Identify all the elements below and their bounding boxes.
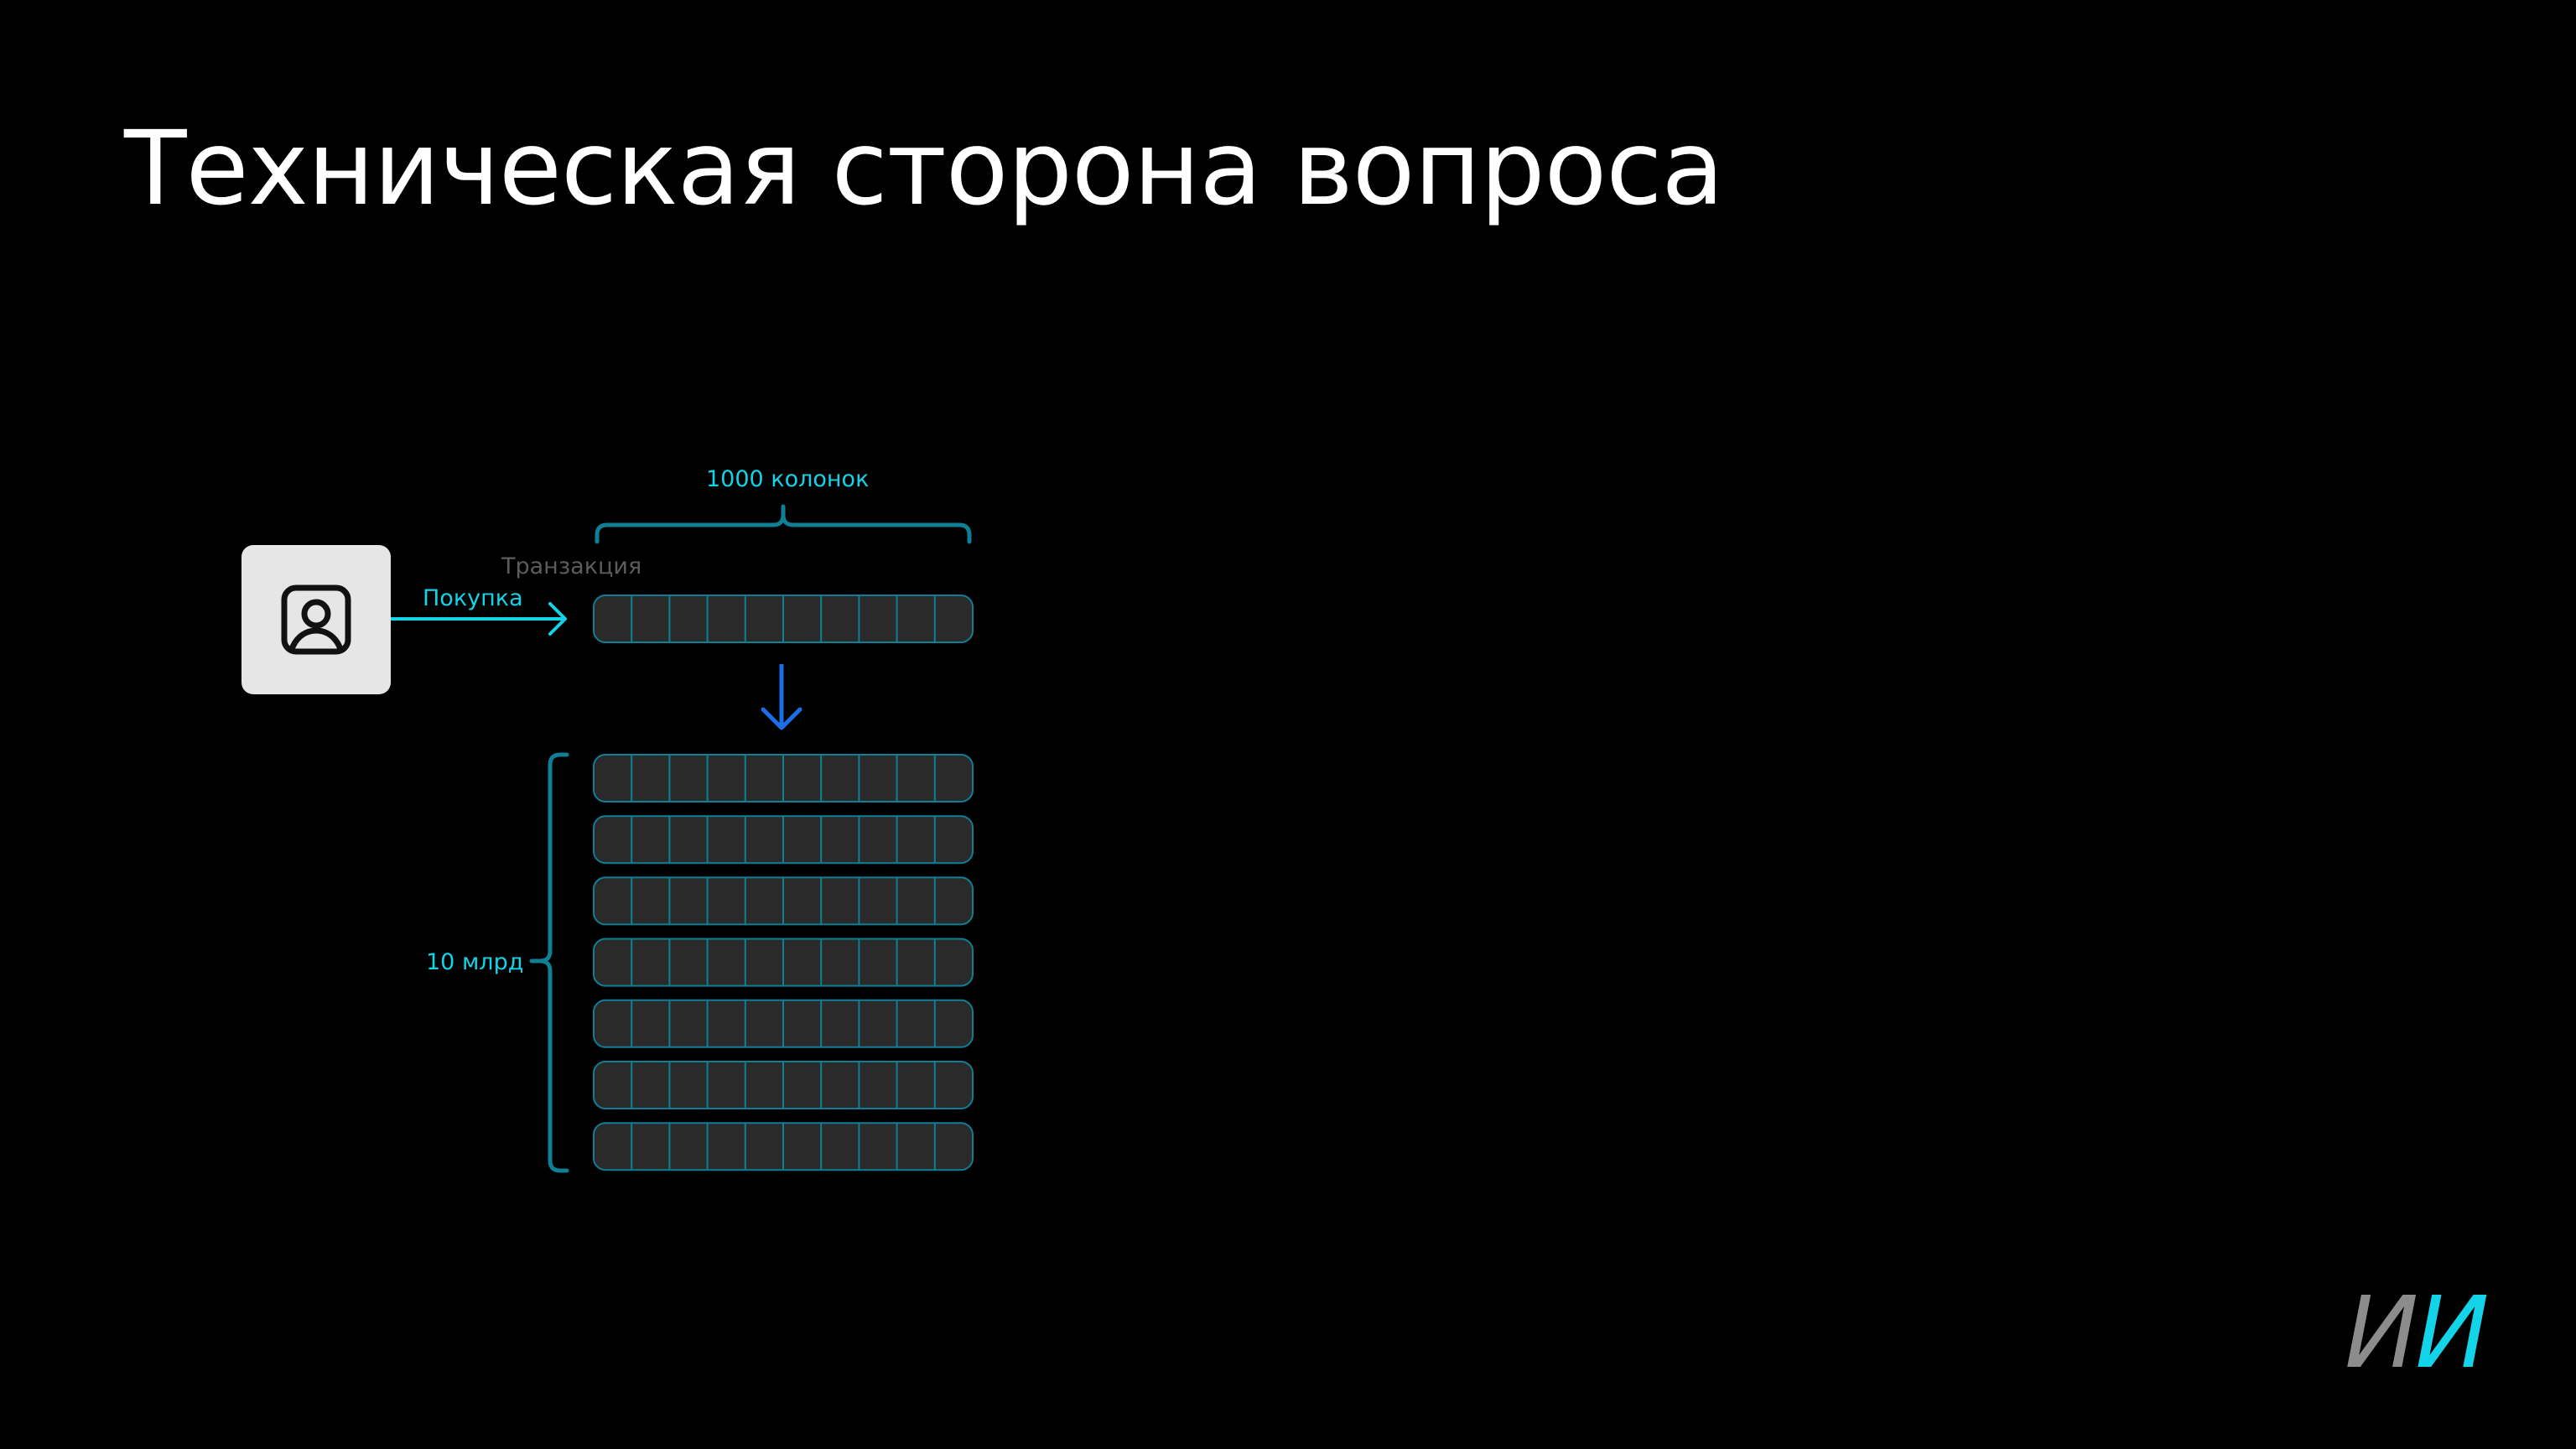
table-row — [593, 876, 974, 926]
logo: ИИ — [2345, 1283, 2490, 1382]
table-row — [593, 1122, 974, 1171]
table-row — [593, 999, 974, 1048]
slide-title: Техническая сторона вопроса — [124, 109, 1724, 228]
table-row — [593, 754, 974, 802]
transaction-row-cells — [593, 595, 974, 643]
logo-part-cyan: И — [2415, 1275, 2489, 1390]
table-row — [593, 815, 974, 865]
user-card — [242, 545, 391, 694]
table — [593, 754, 974, 1171]
logo-part-gray: И — [2345, 1275, 2418, 1390]
arrow-right-icon — [391, 602, 567, 636]
arrow-down-icon — [761, 664, 802, 730]
table-row — [593, 1061, 974, 1109]
user-profile-icon — [281, 584, 351, 655]
transaction-label: Транзакция — [501, 553, 642, 579]
rows-label: 10 млрд — [426, 949, 524, 975]
columns-brace — [595, 504, 972, 544]
columns-label: 1000 колонок — [706, 466, 870, 492]
transaction-row — [593, 595, 974, 643]
table-row — [593, 937, 974, 987]
purchase-label: Покупка — [423, 585, 523, 611]
rows-brace — [529, 752, 569, 1173]
